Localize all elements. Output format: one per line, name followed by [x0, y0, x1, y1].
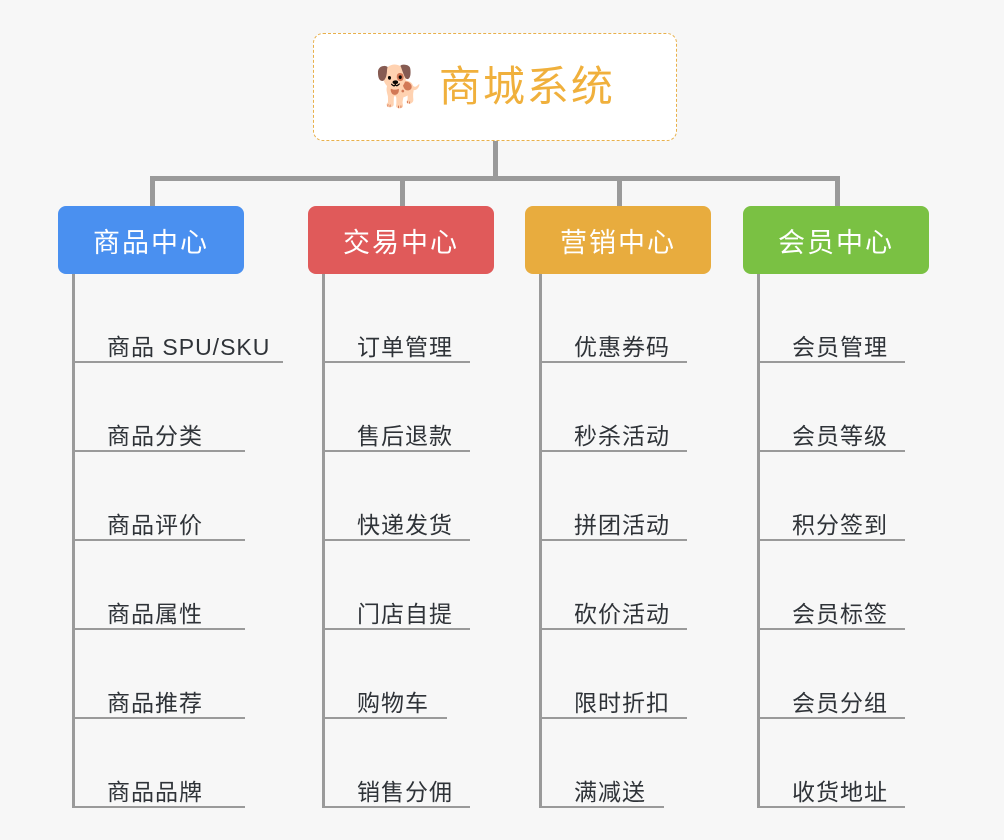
leaf-item[interactable]: 会员管理: [760, 274, 970, 363]
leaf-item[interactable]: 商品 SPU/SKU: [75, 274, 285, 363]
leaf-item-label: 购物车: [357, 689, 429, 716]
branch-header-product-center[interactable]: 商品中心: [58, 206, 244, 274]
leaf-item-label: 商品分类: [107, 422, 203, 449]
leaf-item-label: 门店自提: [357, 600, 453, 627]
connector-bus: [150, 176, 840, 181]
leaf-item-label: 拼团活动: [574, 511, 670, 538]
leaf-item[interactable]: 销售分佣: [325, 719, 535, 808]
leaf-item[interactable]: 商品分类: [75, 363, 285, 452]
branch-header-member-center[interactable]: 会员中心: [743, 206, 929, 274]
leaf-item-label: 商品属性: [107, 600, 203, 627]
leaf-item[interactable]: 购物车: [325, 630, 535, 719]
leaf-stack-member-center: 会员管理会员等级积分签到会员标签会员分组收货地址: [757, 274, 970, 808]
connector-drop-marketing-center: [617, 176, 622, 208]
leaf-item[interactable]: 秒杀活动: [542, 363, 752, 452]
leaf-item[interactable]: 拼团活动: [542, 452, 752, 541]
branch-header-label: 交易中心: [343, 227, 459, 258]
leaf-item[interactable]: 商品品牌: [75, 719, 285, 808]
leaf-item-label: 积分签到: [792, 511, 888, 538]
connector-drop-trade-center: [400, 176, 405, 208]
branch-product-center: 商品中心商品 SPU/SKU 商品分类商品评价商品属性商品推荐商品品牌: [58, 206, 285, 808]
shiba-inu-icon: 🐕: [375, 65, 425, 109]
leaf-item[interactable]: 门店自提: [325, 541, 535, 630]
branch-trade-center: 交易中心订单管理售后退款快递发货门店自提购物车销售分佣: [308, 206, 535, 808]
leaf-item[interactable]: 订单管理: [325, 274, 535, 363]
leaf-stack-product-center: 商品 SPU/SKU 商品分类商品评价商品属性商品推荐商品品牌: [72, 274, 285, 808]
leaf-item[interactable]: 满减送: [542, 719, 752, 808]
leaf-item-label: 商品 SPU/SKU: [107, 333, 271, 360]
leaf-item[interactable]: 会员标签: [760, 541, 970, 630]
leaf-item[interactable]: 快递发货: [325, 452, 535, 541]
leaf-stack-trade-center: 订单管理售后退款快递发货门店自提购物车销售分佣: [322, 274, 535, 808]
leaf-item-label: 快递发货: [357, 511, 453, 538]
leaf-item-label: 会员标签: [792, 600, 888, 627]
leaf-item[interactable]: 积分签到: [760, 452, 970, 541]
connector-drop-member-center: [835, 176, 840, 208]
leaf-item-label: 限时折扣: [574, 689, 670, 716]
leaf-item-label: 收货地址: [792, 778, 888, 805]
leaf-item-label: 订单管理: [357, 333, 453, 360]
leaf-item-label: 销售分佣: [357, 778, 453, 805]
root-node-shop-system[interactable]: 🐕 商城系统: [313, 33, 677, 141]
connector-stem: [493, 141, 498, 179]
branch-member-center: 会员中心会员管理会员等级积分签到会员标签会员分组收货地址: [743, 206, 970, 808]
leaf-item-label: 优惠券码: [574, 333, 670, 360]
leaf-item-label: 商品评价: [107, 511, 203, 538]
leaf-item[interactable]: 会员等级: [760, 363, 970, 452]
leaf-item[interactable]: 售后退款: [325, 363, 535, 452]
branch-header-trade-center[interactable]: 交易中心: [308, 206, 494, 274]
leaf-item[interactable]: 商品推荐: [75, 630, 285, 719]
leaf-item-label: 会员等级: [792, 422, 888, 449]
leaf-item-label: 售后退款: [357, 422, 453, 449]
root-node-label: 商城系统: [438, 63, 615, 110]
leaf-item[interactable]: 限时折扣: [542, 630, 752, 719]
leaf-item-label: 商品品牌: [107, 778, 203, 805]
leaf-item-label: 会员分组: [792, 689, 888, 716]
leaf-item-label: 砍价活动: [574, 600, 670, 627]
leaf-item[interactable]: 会员分组: [760, 630, 970, 719]
leaf-item[interactable]: 优惠券码: [542, 274, 752, 363]
branch-header-marketing-center[interactable]: 营销中心: [525, 206, 711, 274]
leaf-item[interactable]: 砍价活动: [542, 541, 752, 630]
leaf-item[interactable]: 收货地址: [760, 719, 970, 808]
leaf-item-label: 秒杀活动: [574, 422, 670, 449]
leaf-item-label: 满减送: [574, 778, 646, 805]
branch-header-label: 会员中心: [778, 227, 894, 258]
branch-header-label: 商品中心: [93, 227, 209, 258]
leaf-item-label: 商品推荐: [107, 689, 203, 716]
leaf-item[interactable]: 商品属性: [75, 541, 285, 630]
leaf-stack-marketing-center: 优惠券码秒杀活动拼团活动砍价活动限时折扣满减送: [539, 274, 752, 808]
connector-drop-product-center: [150, 176, 155, 208]
leaf-item[interactable]: 商品评价: [75, 452, 285, 541]
leaf-item-label: 会员管理: [792, 333, 888, 360]
branch-header-label: 营销中心: [560, 227, 676, 258]
branch-marketing-center: 营销中心优惠券码秒杀活动拼团活动砍价活动限时折扣满减送: [525, 206, 752, 808]
